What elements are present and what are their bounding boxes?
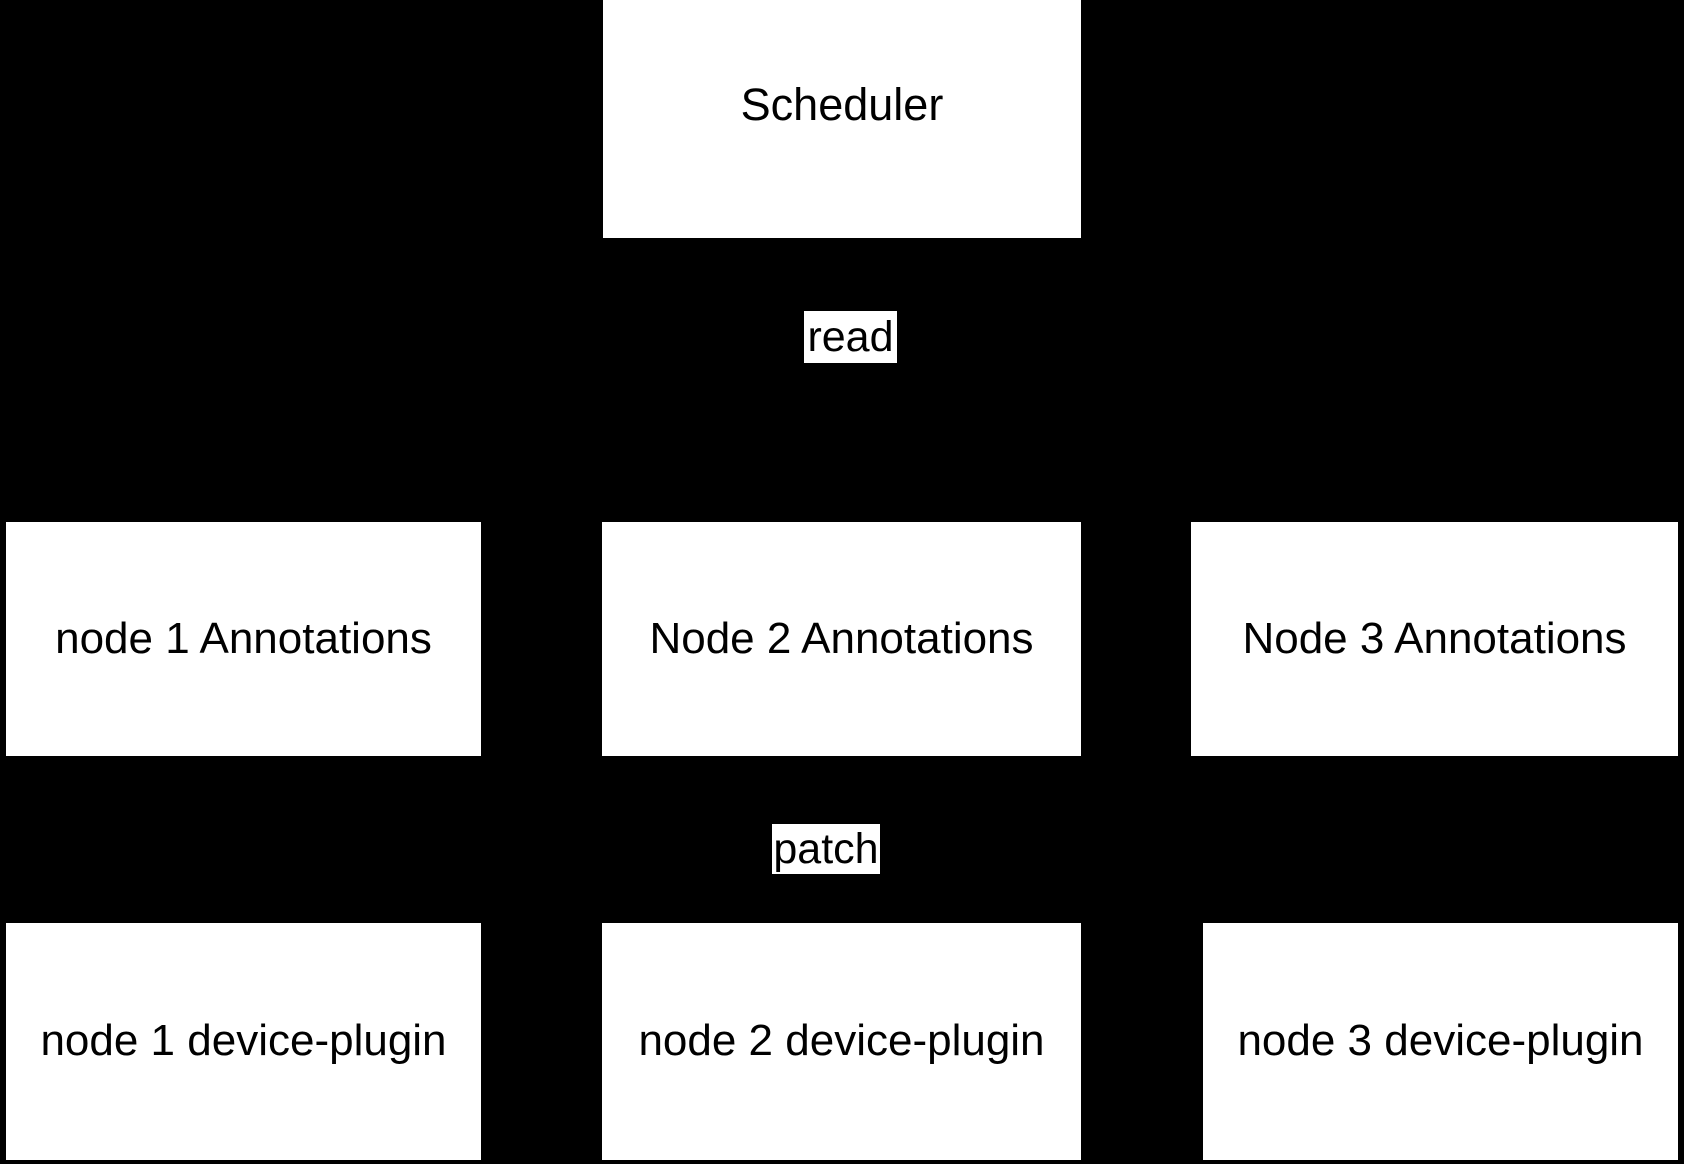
node-annotations-3[interactable]: Node 3 Annotations — [1191, 522, 1678, 756]
node-scheduler[interactable]: Scheduler — [603, 0, 1081, 238]
node-device-plugin-3[interactable]: node 3 device-plugin — [1203, 923, 1678, 1160]
node-annotations-1[interactable]: node 1 Annotations — [6, 522, 481, 756]
node-device-plugin-1[interactable]: node 1 device-plugin — [6, 923, 481, 1160]
node-device-plugin-1-label: node 1 device-plugin — [40, 1016, 447, 1066]
edge-label-patch: patch — [772, 824, 880, 874]
edge-label-patch-text: patch — [773, 824, 879, 873]
edge-label-read-text: read — [807, 312, 894, 361]
node-annotations-1-label: node 1 Annotations — [55, 613, 432, 663]
node-scheduler-label: Scheduler — [740, 79, 944, 131]
node-annotations-2[interactable]: Node 2 Annotations — [602, 522, 1081, 756]
node-device-plugin-2-label: node 2 device-plugin — [638, 1016, 1045, 1066]
node-annotations-3-label: Node 3 Annotations — [1242, 613, 1627, 663]
node-annotations-2-label: Node 2 Annotations — [649, 613, 1034, 663]
edge-label-read: read — [804, 311, 897, 363]
node-device-plugin-2[interactable]: node 2 device-plugin — [602, 923, 1081, 1160]
node-device-plugin-3-label: node 3 device-plugin — [1237, 1016, 1644, 1066]
